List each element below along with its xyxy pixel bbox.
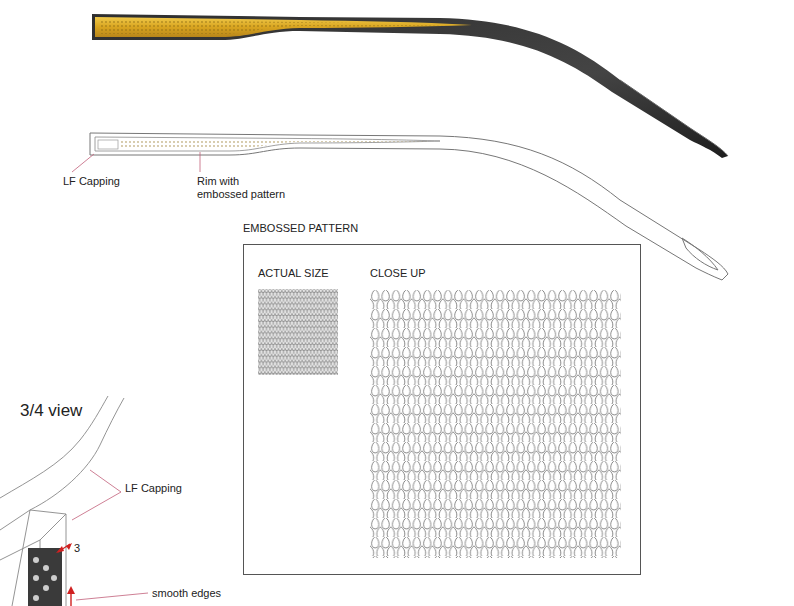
embossed-pattern bbox=[370, 290, 621, 558]
actual-size-swatch: ACTUAL SIZE bbox=[258, 267, 342, 375]
note-label: smooth edges bbox=[152, 587, 221, 600]
part-label: LF Capping bbox=[125, 482, 182, 495]
view-title: 3/4 view bbox=[20, 401, 82, 421]
embossed-pattern bbox=[258, 289, 338, 375]
part-label: Rim with embossed pattern bbox=[197, 175, 289, 201]
panel-heading: ACTUAL SIZE bbox=[258, 267, 342, 280]
pattern-panel: EMBOSSED PATTERN ACTUAL SIZE CLOSE UP bbox=[243, 222, 645, 575]
panel-heading: CLOSE UP bbox=[370, 267, 625, 280]
panel-heading: EMBOSSED PATTERN bbox=[243, 222, 645, 235]
callout-number: 3 bbox=[74, 542, 80, 555]
close-up-swatch: CLOSE UP bbox=[370, 267, 625, 558]
part-label: LF Capping bbox=[63, 175, 120, 188]
